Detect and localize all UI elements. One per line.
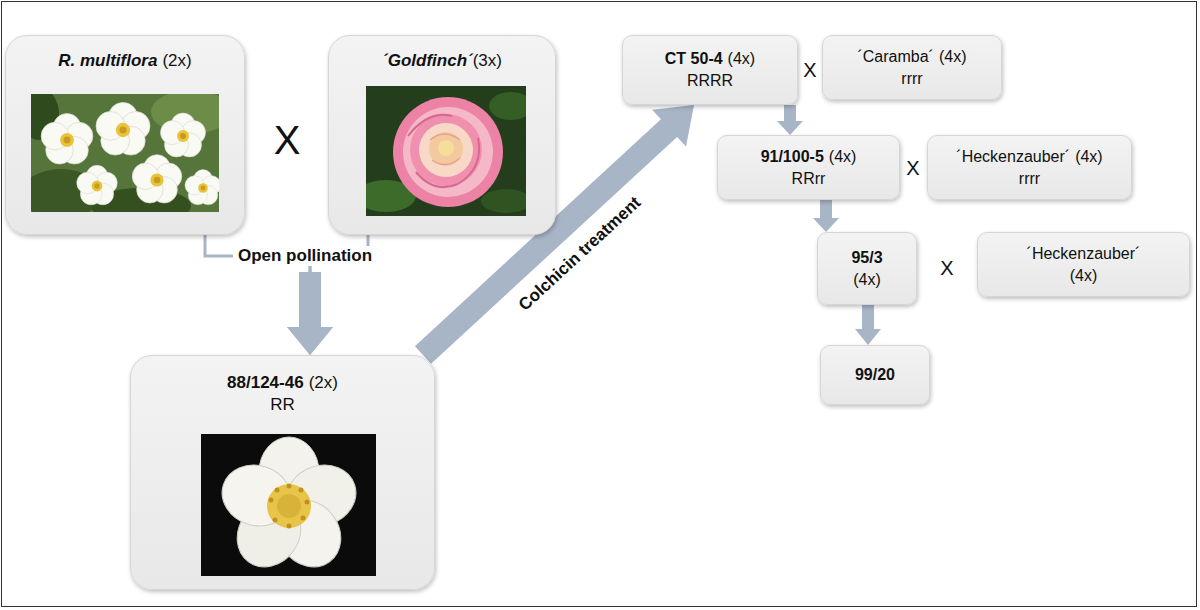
block-arrow [777, 105, 803, 135]
ploidy-level: (4x) [939, 48, 967, 65]
text-line: (4x) [853, 269, 881, 291]
plant-name: CT 50-4 [665, 50, 723, 67]
text-line: CT 50-4 (4x) [665, 48, 755, 70]
rose-photo [201, 434, 376, 576]
plant-name: 95/3 [851, 249, 882, 266]
plant-name: 88/124-46 [227, 373, 304, 392]
photo-box: ´Goldfinch´(3x) [328, 35, 556, 235]
cross-box: ´Heckenzauber´ (4x) [977, 232, 1190, 297]
block-arrow [855, 305, 881, 345]
rose-photo [366, 86, 526, 216]
ploidy-level: (3x) [473, 51, 502, 70]
plant-name: 99/20 [855, 366, 895, 383]
genotype: rrrr [901, 70, 922, 87]
cross-box: 99/20 [820, 345, 930, 405]
text-line: rrrr [1019, 168, 1040, 190]
plant-name: ´Heckenzauber´ [956, 148, 1070, 165]
genotype: RRrr [792, 170, 826, 187]
cross-box: 95/3 (4x) [817, 232, 917, 305]
text-line: ´Heckenzauber´ (4x) [956, 146, 1102, 168]
text-line: RRRR [687, 70, 733, 92]
photo-box: 88/124-46 (2x) RR [130, 355, 435, 590]
text-line: ´Heckenzauber´ [1027, 243, 1141, 265]
text-line: RRrr [792, 168, 826, 190]
cross-box: ´Caramba´ (4x) rrrr [822, 35, 1002, 100]
ploidy-level: (4x) [1070, 267, 1098, 284]
cross-symbol: X [274, 118, 301, 162]
plant-name: ´Goldfinch´ [382, 51, 473, 70]
ploidy-level: (2x) [309, 373, 338, 392]
block-arrow [287, 272, 333, 355]
text-line: R. multiflora (2x) [58, 50, 191, 72]
breeding-arrow [813, 200, 839, 232]
plant-name: ´Heckenzauber´ [1027, 245, 1141, 262]
cross-box: ´Heckenzauber´ (4x) rrrr [927, 135, 1132, 200]
text-line: 95/3 [851, 247, 882, 269]
breeding-arrow [777, 105, 803, 135]
genotype: RRRR [687, 72, 733, 89]
ploidy-level: (4x) [829, 148, 857, 165]
block-arrow [813, 200, 839, 232]
ploidy-level: (2x) [162, 51, 191, 70]
cross-symbol: X [803, 59, 816, 81]
text-line: (4x) [1070, 265, 1098, 287]
genotype: rrrr [1019, 170, 1040, 187]
genotype: RR [270, 395, 295, 414]
text-line: rrrr [901, 68, 922, 90]
cross-box: CT 50-4 (4x) RRRR [622, 35, 798, 105]
text-line: 88/124-46 (2x) [227, 372, 338, 394]
text-line: RR [270, 394, 295, 416]
text-line: 91/100-5 (4x) [761, 146, 857, 168]
plant-name: 91/100-5 [761, 148, 824, 165]
ploidy-level: (4x) [1075, 148, 1103, 165]
text-line: ´Goldfinch´(3x) [382, 50, 502, 72]
ploidy-level: (4x) [728, 50, 756, 67]
rose-photo [31, 94, 219, 212]
plant-name: ´Caramba´ [857, 48, 933, 65]
cross-symbol: X [940, 257, 953, 279]
plant-name: R. multiflora [58, 51, 157, 70]
cross-symbol: X [906, 157, 919, 179]
text-line: ´Caramba´ (4x) [857, 46, 966, 68]
photo-box: R. multiflora (2x) [5, 35, 245, 235]
text-line: 99/20 [855, 364, 895, 386]
cross-box: 91/100-5 (4x)RRrr [717, 135, 900, 200]
ploidy-level: (4x) [853, 271, 881, 288]
block-arrow [287, 272, 333, 355]
breeding-arrow [855, 305, 881, 345]
step-label: Open pollination [233, 246, 377, 266]
